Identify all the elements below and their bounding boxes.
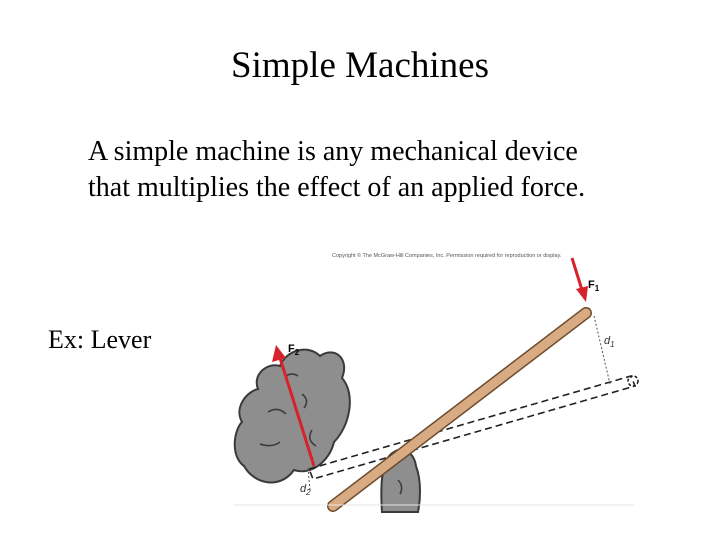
slide-body-text: A simple machine is any mechanical devic…	[88, 134, 688, 206]
force-f2-arrow	[272, 345, 316, 467]
body-line-1: A simple machine is any mechanical devic…	[88, 136, 578, 167]
example-label: Ex: Lever	[48, 325, 152, 354]
body-line-2: that multiplies the effect of an applied…	[88, 172, 586, 203]
lever-diagram: Copyright © The McGraw-Hill Companies, I…	[230, 244, 640, 514]
d2-label: d2	[300, 483, 311, 497]
lever-bar	[327, 307, 592, 512]
slide-title: Simple Machines	[231, 45, 489, 86]
f2-label: F2	[288, 343, 300, 357]
load-rock	[233, 348, 351, 484]
d1-guide	[593, 315, 611, 385]
lever-diagram-svg: Copyright © The McGraw-Hill Companies, I…	[233, 252, 639, 513]
force-f1-arrow	[570, 257, 588, 302]
copyright-notice: Copyright © The McGraw-Hill Companies, I…	[332, 252, 562, 259]
f1-label: F1	[588, 279, 600, 293]
lever-alternate-position	[307, 375, 639, 480]
fulcrum-texture	[397, 479, 403, 495]
rock-texture	[259, 373, 317, 447]
d1-label: d1	[604, 335, 615, 349]
